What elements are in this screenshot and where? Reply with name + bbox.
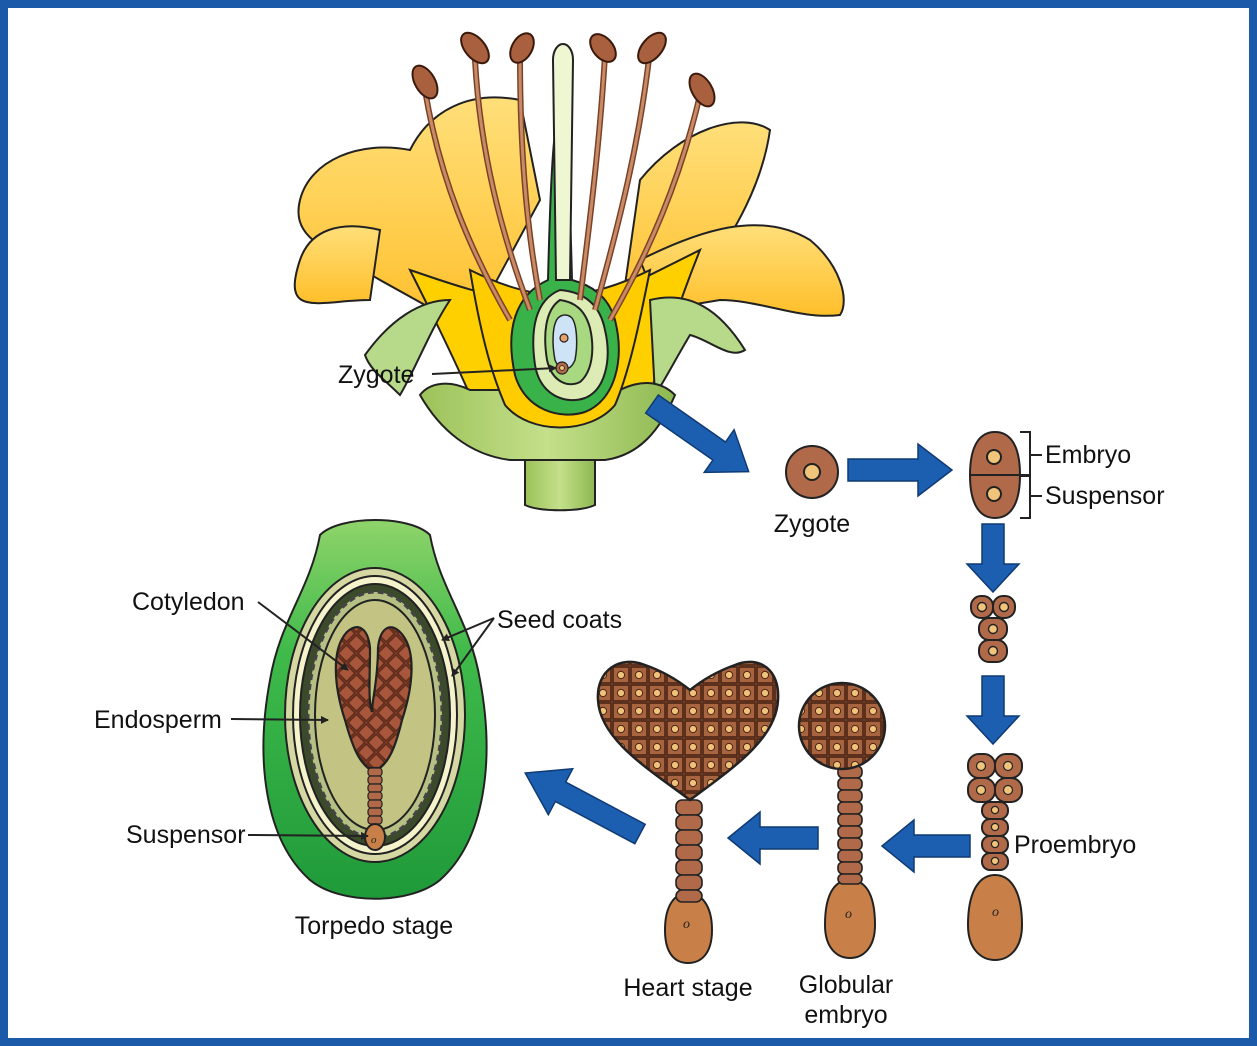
svg-text:o: o — [845, 907, 852, 922]
cotyledon-label: Cotyledon — [132, 588, 245, 616]
seed-coats-label: Seed coats — [497, 606, 622, 634]
torpedo-stage-label: Torpedo stage — [295, 912, 453, 940]
proembryo-label: Proembryo — [1014, 831, 1136, 859]
endosperm-label: Endosperm — [94, 706, 222, 734]
embryo-label: Embryo — [1045, 441, 1131, 469]
globular-label-line1: Globular — [799, 971, 894, 999]
flower-zygote-label: Zygote — [338, 361, 414, 389]
suspensor-seed-pointer — [248, 835, 368, 836]
heart-stage-label: Heart stage — [623, 974, 752, 1002]
globular-label-line2: embryo — [804, 1001, 887, 1029]
two-cell-embryo — [970, 432, 1020, 518]
svg-text:o: o — [371, 834, 377, 846]
zygote-cell — [786, 446, 838, 498]
suspensor-seed-label: Suspensor — [126, 821, 246, 849]
endosperm-pointer — [231, 719, 328, 720]
svg-text:o: o — [992, 905, 999, 920]
zygote-label: Zygote — [774, 510, 850, 538]
frame-border — [4, 4, 1253, 1042]
svg-text:o: o — [683, 917, 690, 932]
suspensor-top-label: Suspensor — [1045, 482, 1165, 510]
